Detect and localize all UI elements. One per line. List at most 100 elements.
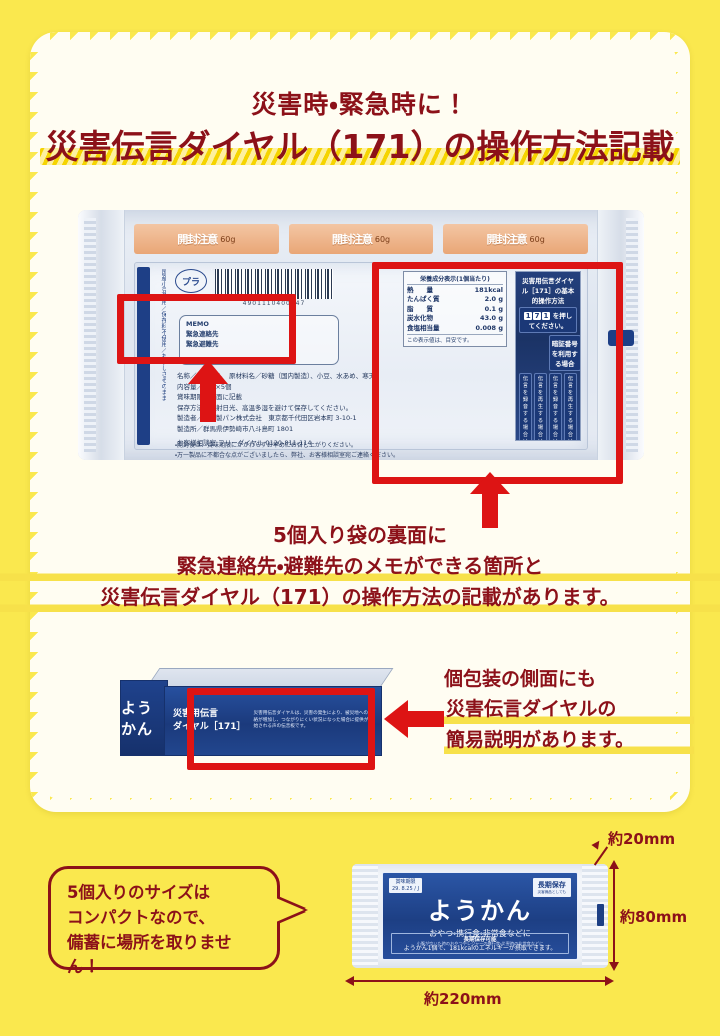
package-back-photo: 開封注意 60g 開封注意 60g 開封注意 60g 国産小豆使用／保存料不使用… xyxy=(78,210,644,460)
caption-line-3: 災害伝言ダイヤル（171）の操作方法の記載があります。 xyxy=(0,582,720,613)
product-front-label: 賞味期限 29. 8.25 / J 長期保存 災害備品としても ようかん おやつ… xyxy=(382,872,578,960)
dial-branch-head2: 場合は xyxy=(537,425,544,440)
warning-strip-label: 開封注意 xyxy=(177,233,218,246)
page-headline: 災害時・緊急時に！ 災害伝言ダイヤル（171）の操作方法記載 xyxy=(0,90,720,167)
warning-strip-sub: 60g xyxy=(220,234,236,244)
product-bottom-text: ようかん1個で、181kcalのエネルギーが摂取できます。 xyxy=(403,945,557,952)
headline-line-2: 災害伝言ダイヤル（171）の操作方法記載 xyxy=(45,127,675,166)
depth-arrow-head-icon xyxy=(591,838,603,850)
box-caption-line-3: 簡易説明があります。 xyxy=(444,724,694,756)
dial-branch-row: 伝言を録音する 場合は 1を押します 伝言を再生する 場合は 2を押します 伝言… xyxy=(519,373,577,440)
dial-panel-title: 災害用伝言ダイヤル［171］の基本的操作方法 xyxy=(521,277,575,305)
nutrition-value: 181kcal xyxy=(474,286,503,294)
package-note: ・万一製品に不都合な点がございましたら、弊社、お客様相談室宛ご連絡ください。 xyxy=(175,451,400,459)
long-storage-main: 長期保存 xyxy=(537,881,566,889)
box-face-title-1: 災害用伝言 xyxy=(173,709,219,720)
product-seal-left xyxy=(352,864,378,968)
depth-dimension-line xyxy=(593,846,609,866)
bubble-line-3: 備蓄に場所を取りません！ xyxy=(67,932,232,977)
headline-line-1: 災害時・緊急時に！ xyxy=(251,90,469,119)
plastic-recycle-icon: プラ xyxy=(175,269,207,293)
package-side-vertical-text: 国産小豆使用／保存料不使用／おいしさそのまま xyxy=(160,269,166,401)
dial-branch-head2: 場合は xyxy=(522,425,529,440)
depth-dimension-label: 約20mm xyxy=(608,830,676,848)
speech-bubble-tail xyxy=(276,898,304,922)
dial-passcode-header: 暗証番号を利用する場合 xyxy=(548,335,580,371)
warning-strip-sub: 60g xyxy=(374,234,391,244)
width-arrow-head-left-icon xyxy=(345,976,354,986)
product-bottom-bar: 長期保存可能 ようかん1個で、181kcalのエネルギーが摂取できます。 xyxy=(391,933,569,954)
nutrition-label: 熱 量 xyxy=(407,286,433,294)
label-line: 製造者／山崎製パン株式会社 東京都千代田区岩本町 3-10-1 xyxy=(177,414,357,423)
height-arrow-head-bottom-icon xyxy=(609,962,619,971)
nutrition-table: 栄養成分表示(1個当たり) 熱 量 181kcal たんぱく質 2.0 g 脂 … xyxy=(403,271,507,348)
warning-strip: 開封注意 60g xyxy=(134,224,279,254)
width-arrow-head-right-icon xyxy=(605,976,614,986)
customer-service-line: お客様相談室 フリーダイヤル 0120-811-114 xyxy=(177,439,312,448)
highlight-memo-area xyxy=(117,294,296,364)
dial-digit-7: 7 xyxy=(533,312,542,320)
nutrition-value: 0.008 g xyxy=(475,323,503,332)
nutrition-row: 炭水化物 43.0 g xyxy=(407,314,503,323)
product-bottom-title: 長期保存可能 xyxy=(463,937,497,943)
label-line: 名称／ようかん 原材料名／砂糖（国内製造）、小豆、水あめ、寒天 xyxy=(177,372,376,380)
product-blue-tab xyxy=(597,904,604,926)
highlight-box-side xyxy=(187,688,375,770)
expiry-date-box: 賞味期限 29. 8.25 / J xyxy=(389,878,423,893)
memo-line-2: 緊急避難先 xyxy=(186,339,219,348)
nutrition-value: 0.1 g xyxy=(484,304,503,313)
nutrition-value: 43.0 g xyxy=(480,314,503,323)
dial-branch-head: 伝言を再生する場合は xyxy=(567,376,574,440)
height-arrow-head-top-icon xyxy=(609,860,619,869)
nutrition-row: たんぱく質 2.0 g xyxy=(407,295,503,304)
arrow-up-memo-icon xyxy=(188,360,228,422)
package-caption: 5個入り袋の裏面に 緊急連絡先・避難先のメモができる箇所と 災害伝言ダイヤル（1… xyxy=(0,520,720,613)
warning-strip-row: 開封注意 60g 開封注意 60g 開封注意 60g xyxy=(134,224,589,254)
dial-digit-1b: 1 xyxy=(542,312,550,320)
memo-title: MEMO xyxy=(186,320,209,328)
nutrition-title: 栄養成分表示(1個当たり) xyxy=(407,274,503,285)
box-face-title-2: ダイヤル［171］ xyxy=(173,722,246,732)
arrow-up-dial-icon xyxy=(470,472,510,528)
size-speech-bubble: 5個入りのサイズは コンパクトなので、 備蓄に場所を取りません！ xyxy=(48,866,280,976)
box-side-name: ようかん xyxy=(121,699,154,738)
width-dimension-label: 約220mm xyxy=(424,990,502,1008)
package-note: ・開封後は、賞味期限にかかわらずお早めにお召し上がりください。 xyxy=(175,442,357,449)
long-storage-badge: 長期保存 災害備品としても xyxy=(532,878,571,897)
box-caption: 個包装の側面にも 災害伝言ダイヤルの 簡易説明があります。 xyxy=(444,664,694,756)
individual-box-illustration: ようかん 災害用伝言 ダイヤル［171］ 災害用伝言ダイヤルは、災害の発生により… xyxy=(120,668,394,764)
box-left-face: ようかん xyxy=(120,680,168,756)
dial-digit-1: 1 xyxy=(524,312,533,320)
warning-strip: 開封注意 60g xyxy=(288,224,434,254)
label-line: 製造所／群馬県伊勢崎市八斗島町 1801 xyxy=(177,424,294,433)
dial-branch-record-pass: 伝言を録音する場合は 3を押します 暗証番号4桁を押します ×××× xyxy=(549,373,562,440)
package-crimp-left xyxy=(84,218,96,452)
arrow-left-box-icon xyxy=(384,700,444,738)
barcode-number: 4901110400047 xyxy=(242,300,306,307)
nutrition-row: 熱 量 181kcal xyxy=(407,286,503,295)
width-dimension-line xyxy=(352,980,608,982)
label-line: 保存方法／直射日光、高温多湿を避けて保存してください。 xyxy=(177,403,353,412)
box-face-title: 災害用伝言 ダイヤル［171］ xyxy=(173,708,246,733)
dial-branch-head: 伝言を録音する xyxy=(522,376,529,425)
caption-line-1: 5個入り袋の裏面に xyxy=(273,523,447,547)
product-subtitle-small: 小腹が空いた時のおやつやレジャーの携行食・災害時の非常食などに xyxy=(416,941,544,946)
box-face-body: 災害用伝言ダイヤルは、災害の発生により、被災地への連絡が増加し、つながりにくい状… xyxy=(253,711,373,730)
dial-branch-record: 伝言を録音する 場合は 1を押します xyxy=(519,373,532,440)
box-front-face: 災害用伝言 ダイヤル［171］ 災害用伝言ダイヤルは、災害の発生により、被災地へ… xyxy=(164,686,382,756)
nutrition-value: 2.0 g xyxy=(484,295,503,304)
dial-branch-play: 伝言を再生する 場合は 2を押します xyxy=(534,373,547,440)
height-dimension-line xyxy=(613,866,615,966)
expiry-label: 賞味期限 xyxy=(395,879,416,885)
package-notes: ・開封後は、賞味期限にかかわらずお早めにお召し上がりください。 ・万一製品に不都… xyxy=(175,441,475,460)
box-caption-line-2: 災害伝言ダイヤルの xyxy=(444,694,694,725)
box-caption-line-1: 個包装の側面にも xyxy=(444,668,597,690)
bubble-line-1: 5個入りのサイズは xyxy=(67,883,210,902)
long-storage-sub: 災害備品としても xyxy=(537,890,566,894)
nutrition-label: 食塩相当量 xyxy=(407,323,440,332)
warning-strip: 開封注意 60g xyxy=(443,224,589,254)
height-dimension-label: 約80mm xyxy=(620,908,688,926)
product-name: ようかん xyxy=(428,897,532,925)
